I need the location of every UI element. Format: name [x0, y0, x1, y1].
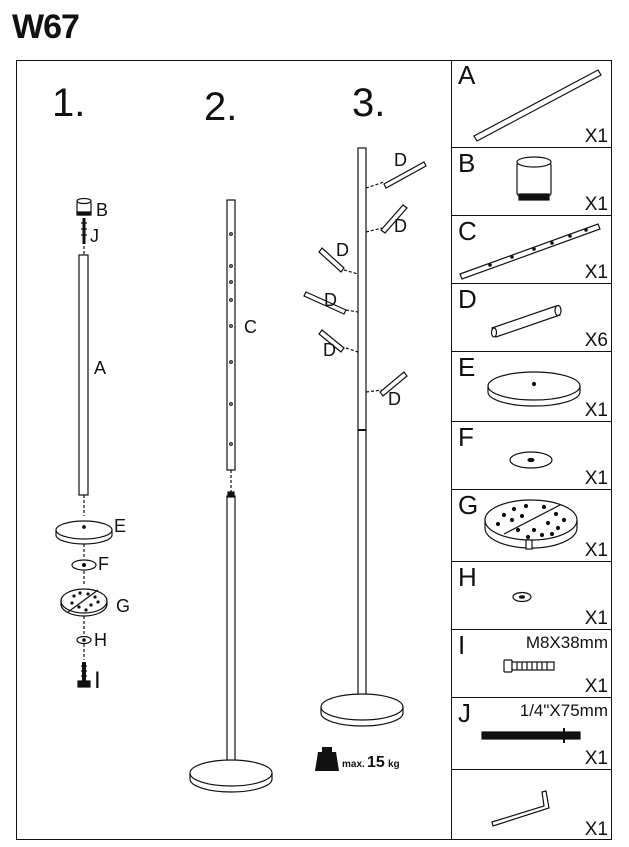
step-number-3: 3. [352, 81, 385, 125]
part-quantity: X1 [584, 748, 608, 769]
step-number-2: 2. [204, 85, 237, 129]
callout-e: E [114, 516, 126, 536]
callout-d-4: D [324, 290, 337, 310]
weight-value: 15 [367, 754, 385, 771]
part-letter: F [458, 422, 474, 452]
part-letter: I [458, 630, 466, 660]
hook-peg-icon [490, 304, 562, 338]
callout-b: B [96, 200, 108, 220]
weight-limit: max. 15 kg [315, 747, 400, 771]
callout-a: A [94, 358, 106, 378]
instruction-frame [16, 60, 612, 840]
part-allen-key: X1 [452, 770, 612, 840]
felt-pad-icon [484, 499, 578, 550]
bolt-icon [77, 662, 91, 688]
washer-icon [71, 559, 97, 571]
part-letter: E [458, 352, 476, 382]
callout-j: J [90, 226, 99, 246]
part-h: H X1 [452, 562, 612, 630]
part-quantity: X1 [584, 400, 608, 421]
hook-peg-icon [318, 329, 359, 353]
step-2-assembly: C [189, 199, 273, 793]
bolt-icon [503, 659, 555, 673]
base-plate-icon [189, 759, 273, 793]
part-spec: M8X38mm [525, 633, 608, 652]
assembly-steps: 1. 2. 3. [52, 81, 427, 793]
tube-a-icon [78, 254, 89, 496]
tube-c-icon [226, 199, 236, 471]
callout-g: G [116, 596, 130, 616]
document-title: W67 [12, 8, 80, 46]
part-quantity: X1 [584, 608, 608, 629]
part-b: B X1 [452, 148, 612, 216]
part-letter: G [458, 490, 479, 520]
threaded-rod-icon [481, 728, 581, 743]
weight-unit: kg [388, 759, 400, 770]
small-washer-icon [512, 591, 532, 603]
step-1-exploded-view: B J A E F G H I [55, 197, 130, 694]
tube-a-assembled-icon [357, 429, 367, 706]
callout-i: I [94, 667, 101, 694]
part-spec: 1/4"X75mm [519, 701, 608, 720]
drilled-tube-icon [459, 223, 601, 280]
callout-c: C [244, 317, 257, 337]
part-quantity: X6 [584, 330, 608, 351]
top-cap-icon [516, 156, 552, 201]
step-3-assembly: D D D D D D [303, 147, 427, 727]
callout-d-1: D [394, 150, 407, 170]
part-letter: A [458, 60, 476, 90]
allen-key-icon [491, 790, 550, 827]
part-a: A X1 [452, 60, 612, 148]
part-j: J 1/4"X75mm X1 [452, 698, 612, 770]
part-quantity: X1 [584, 540, 608, 561]
part-quantity: X1 [584, 468, 608, 489]
part-quantity: X1 [584, 194, 608, 215]
part-letter: J [458, 698, 471, 728]
part-letter: D [458, 284, 477, 314]
base-plate-icon [487, 371, 581, 407]
weight-icon [315, 747, 339, 771]
long-tube-icon [473, 69, 602, 142]
weight-prefix: max. [342, 759, 365, 770]
callout-f: F [98, 554, 109, 574]
part-quantity: X1 [584, 126, 608, 147]
callout-d-3: D [336, 240, 349, 260]
part-c: C X1 [452, 216, 612, 284]
callout-d-2: D [394, 216, 407, 236]
parts-list: A X1 B X1 C X1 [451, 60, 612, 840]
threaded-rod-icon [81, 218, 87, 244]
tube-a-assembled-icon [226, 495, 236, 769]
part-d: D X6 [452, 284, 612, 352]
part-quantity: X1 [584, 262, 608, 283]
part-quantity: X1 [584, 676, 608, 697]
base-plate-icon [320, 693, 404, 727]
base-plate-icon [55, 520, 113, 545]
part-letter: C [458, 216, 477, 246]
part-f: F X1 [452, 422, 612, 490]
top-cap-icon [76, 197, 92, 216]
part-letter: H [458, 562, 477, 592]
hook-peg-icon [365, 371, 408, 397]
callout-h: H [94, 630, 107, 650]
hook-peg-icon [318, 247, 359, 275]
felt-pad-icon [60, 588, 108, 617]
tube-c-assembled-icon [357, 147, 367, 431]
washer-icon [509, 451, 553, 469]
callout-d-6: D [388, 389, 401, 409]
part-g: G X1 [452, 490, 612, 562]
part-quantity: X1 [584, 819, 608, 840]
callout-d-5: D [323, 340, 336, 360]
hook-peg-icon [303, 291, 359, 315]
part-e: E X1 [452, 352, 612, 422]
hook-peg-icon [365, 161, 427, 189]
hook-peg-icon [365, 204, 408, 234]
part-i: I M8X38mm X1 [452, 630, 612, 698]
small-washer-icon [76, 635, 92, 645]
part-letter: B [458, 148, 476, 178]
step-number-1: 1. [52, 81, 85, 125]
